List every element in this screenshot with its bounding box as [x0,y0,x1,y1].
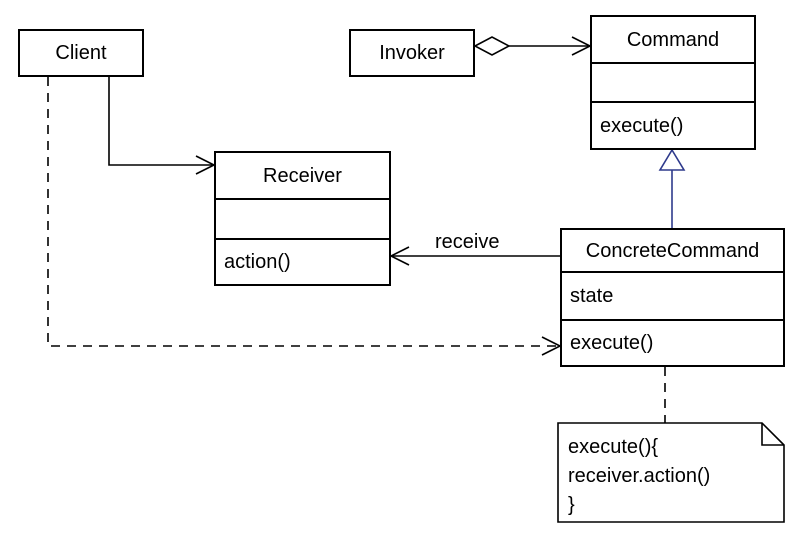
concrete-command-class[interactable]: ConcreteCommand state execute() [560,228,785,367]
client-class[interactable]: Client [18,29,144,77]
note: execute(){ receiver.action() } [558,423,784,522]
concrete-command-name: ConcreteCommand [585,239,760,262]
concrete-command-operation: execute() [570,332,654,354]
concrete-command-attributes-section: state [562,273,783,321]
receiver-name-section: Receiver [216,153,389,200]
command-class[interactable]: Command execute() [590,15,756,150]
note-line: } [568,494,575,516]
concrete-command-operations-section: execute() [562,321,783,365]
receiver-attributes-section [216,200,389,240]
command-operations-section: execute() [592,103,754,148]
note-line: execute(){ [568,436,659,458]
generalization-triangle-icon [658,148,686,171]
receive-label: receive [435,231,500,253]
receiver-class[interactable]: Receiver action() [214,151,391,286]
note-shape [557,422,785,523]
receiver-operation: action() [224,251,291,273]
receiver-operations-section: action() [216,240,389,284]
receiver-name: Receiver [263,164,342,187]
concrete-command-name-section: ConcreteCommand [562,230,783,273]
invoker-class[interactable]: Invoker [349,29,475,77]
command-name: Command [626,28,720,51]
invoker-name: Invoker [379,42,445,64]
note-fold-corner-icon [761,423,784,446]
client-concrete-dependency [47,77,562,356]
command-attributes-section [592,64,754,103]
aggregation-diamond-icon [473,36,511,56]
client-name: Client [55,42,107,64]
note-line: receiver.action() [568,465,711,487]
command-operation: execute() [600,114,684,137]
client-receiver-association [108,77,216,175]
command-name-section: Command [592,17,754,64]
concrete-command-attribute: state [570,285,614,307]
